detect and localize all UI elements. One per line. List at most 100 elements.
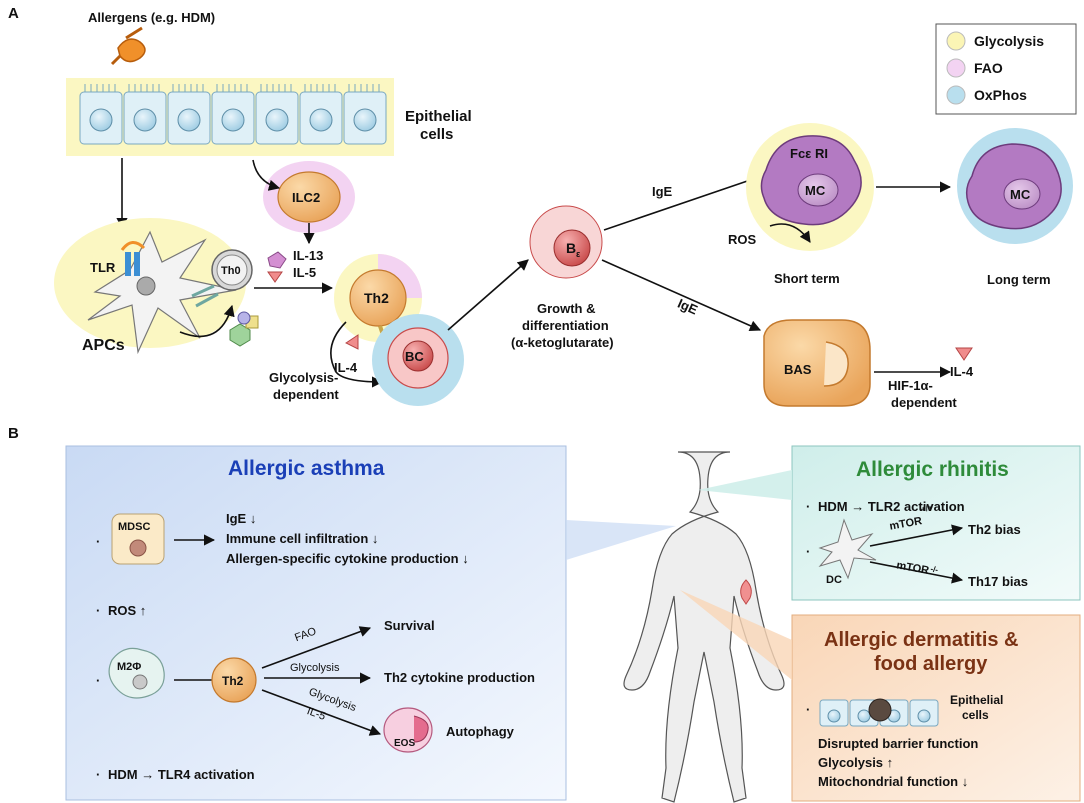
- il4-glyph-icon: [345, 334, 359, 350]
- skin-lesion-icon: [740, 579, 752, 605]
- bas-nucleus: [823, 341, 849, 387]
- svg-text:·: ·: [96, 673, 100, 688]
- dc-cell: [818, 518, 877, 580]
- asthma-autophagy: Autophagy: [446, 724, 515, 739]
- mtor-pos: mTOR: [889, 515, 923, 533]
- apcs-label: APCs: [82, 337, 125, 354]
- dc-label: DC: [826, 574, 842, 586]
- svg-text:·: ·: [96, 603, 100, 618]
- be-nucleus: [553, 229, 591, 267]
- antigen-shapes-icon: [229, 311, 259, 347]
- m2-macrophage-cell: [108, 647, 165, 699]
- derm-epi-1: Epithelial: [950, 693, 1003, 707]
- legend-glycolysis: Glycolysis: [974, 33, 1044, 49]
- human-silhouette: [623, 451, 785, 803]
- derm-epithelial-nucleus: [827, 709, 841, 723]
- glyco-dep-2: dependent: [273, 387, 339, 402]
- bc-nucleus: [402, 340, 434, 372]
- asthma-pointer: [566, 520, 676, 560]
- derm-effect-2: Glycolysis ↑: [818, 755, 893, 770]
- ige-top-label: IgE: [652, 184, 673, 199]
- eos-label: EOS: [394, 738, 415, 749]
- asthma-ros: ROS ↑: [108, 603, 146, 618]
- svg-text:·: ·: [96, 534, 100, 549]
- epithelial-nucleus: [89, 108, 113, 132]
- allergens-label: Allergens (e.g. HDM): [88, 10, 215, 25]
- il13-label: IL-13: [293, 248, 323, 263]
- il4-label-a: IL-4: [334, 360, 358, 375]
- ilc2-cell: [277, 171, 341, 223]
- mc-long-label: MC: [1010, 187, 1031, 202]
- legend-oxphos-swatch: [946, 85, 966, 105]
- epithelial-nucleus: [309, 108, 333, 132]
- epithelial-nucleus: [133, 108, 157, 132]
- growth-3: (α-ketoglutarate): [511, 335, 614, 350]
- rhinitis-pointer: [698, 470, 792, 500]
- asthma-th2-label: Th2: [222, 674, 244, 688]
- epithelial-label-2: cells: [420, 126, 453, 143]
- il4-label-b: IL-4: [950, 364, 974, 379]
- growth-2: differentiation: [522, 318, 609, 333]
- mdsc-label: MDSC: [118, 521, 150, 533]
- allergen-protein-icon: [110, 26, 146, 66]
- derm-epithelial-nucleus: [857, 709, 871, 723]
- legend-oxphos: OxPhos: [974, 87, 1027, 103]
- ros-label: ROS: [728, 232, 757, 247]
- bc-label: BC: [405, 349, 424, 364]
- mc-short-nucleus: [797, 173, 839, 207]
- asthma-hdm: HDM → TLR4 activation: [108, 767, 255, 782]
- apc-cell: [87, 230, 237, 355]
- asthma-th2prod: Th2 cytokine production: [384, 670, 535, 685]
- hif-2: dependent: [891, 395, 957, 410]
- legend-fao: FAO: [974, 60, 1003, 76]
- th17-bias: Th17 bias: [968, 574, 1028, 589]
- epithelial-nucleus: [353, 108, 377, 132]
- legend-glycolysis-swatch: [946, 31, 966, 51]
- asthma-effect-1: IgE ↓: [226, 511, 256, 526]
- th2-bias: Th2 bias: [968, 522, 1021, 537]
- il13-glyph-icon: [267, 251, 287, 269]
- mc-long-nucleus: [1003, 178, 1041, 210]
- rhinitis-title: Allergic rhinitis: [856, 458, 1009, 481]
- il4-b-glyph-icon: [955, 347, 973, 361]
- mtor-neg: mTOR: [896, 559, 930, 577]
- th2-label: Th2: [364, 290, 389, 306]
- fceri-label: Fcε RI: [790, 146, 828, 161]
- asthma-survival: Survival: [384, 618, 435, 633]
- asthma-panel: [65, 445, 567, 801]
- dermatitis-epithelial-layer: [819, 698, 939, 727]
- mdsc-nucleus: [129, 539, 147, 557]
- bas-label: BAS: [784, 362, 812, 377]
- asthma-title: Allergic asthma: [228, 457, 385, 480]
- mdsc-cell: [111, 513, 165, 565]
- dermatitis-pointer: [680, 590, 792, 680]
- th0-label: Th0: [221, 265, 241, 277]
- glyco-dep-1: Glycolysis-: [269, 370, 338, 385]
- tlr-label: TLR: [90, 260, 116, 275]
- mc-short-label: MC: [805, 183, 826, 198]
- th0-nucleus: [216, 254, 248, 286]
- be-label: B: [566, 240, 576, 256]
- dermatitis-title-1: Allergic dermatitis &: [824, 629, 1019, 651]
- rhinitis-hdm: HDM → TLR2 activation: [818, 499, 965, 514]
- asthma-glyco-1: Glycolysis: [290, 662, 340, 674]
- short-term-label: Short term: [774, 271, 840, 286]
- panel-a-label: A: [8, 5, 19, 22]
- epithelial-nucleus: [177, 108, 201, 132]
- derm-epi-2: cells: [962, 708, 989, 722]
- panel-b-label: B: [8, 425, 19, 442]
- ilc2-label: ILC2: [292, 190, 320, 205]
- allergen-particle-icon: [868, 698, 892, 722]
- growth-1: Growth &: [537, 301, 596, 316]
- derm-effect-1: Disrupted barrier function: [818, 736, 978, 751]
- m2-nucleus: [132, 674, 148, 690]
- be-sub: ε: [576, 249, 581, 259]
- mtor-pos-sup: +/+: [920, 503, 933, 514]
- asthma-effect-3: Allergen-specific cytokine production ↓: [226, 551, 469, 566]
- legend-fao-swatch: [946, 58, 966, 78]
- apc-nucleus: [136, 276, 156, 296]
- il5-glyph-icon: [267, 271, 283, 283]
- ige-bottom-label: IgE: [675, 296, 700, 318]
- tlr-receptor-icon: [120, 241, 146, 276]
